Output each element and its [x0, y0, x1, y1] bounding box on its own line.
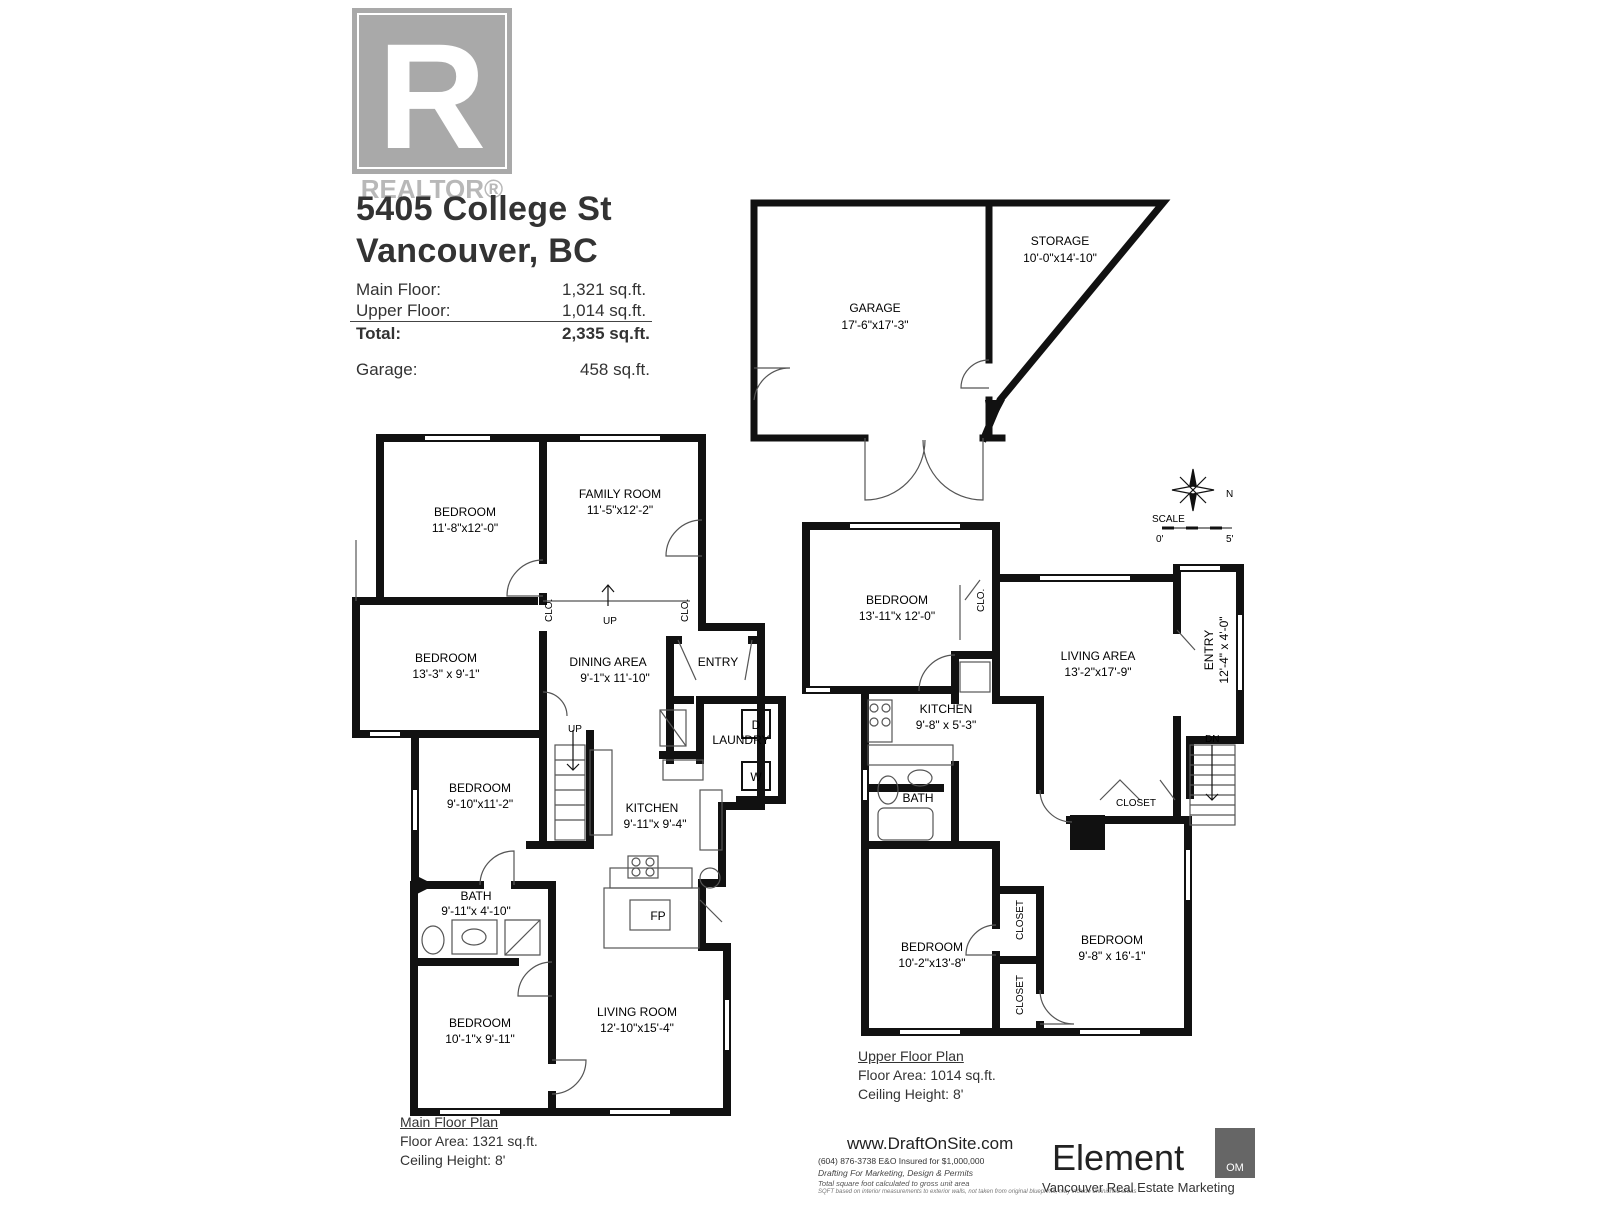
- draftonsite-website[interactable]: www.DraftOnSite.com: [847, 1134, 1014, 1153]
- upper-dn-label: DN: [1205, 734, 1219, 745]
- main-bedroom-2-label: BEDROOM: [415, 651, 477, 665]
- fireplace-label: FP: [650, 909, 665, 923]
- main-bedroom-4-dim: 10'-1"x 9'-11": [445, 1032, 515, 1046]
- element-logo-text: Element: [1052, 1137, 1185, 1178]
- upper-kitchen-label: KITCHEN: [920, 702, 973, 716]
- upper-plan-ceiling: Ceiling Height: 8': [858, 1086, 964, 1102]
- draftonsite-tagline-1: Drafting For Marketing, Design & Permits: [818, 1168, 973, 1178]
- upper-bedroom-3-dim: 9'-8" x 16'-1": [1078, 949, 1145, 963]
- area-divider: [350, 321, 652, 322]
- scale-start: 0': [1156, 534, 1164, 545]
- living-area-dim: 13'-2"x17'-9": [1064, 665, 1131, 679]
- main-kitchen-dim: 9'-11"x 9'-4": [624, 817, 687, 831]
- scale-label: SCALE: [1152, 514, 1185, 525]
- address-line-1: 5405 College St: [356, 190, 612, 228]
- element-logo-badge: OM: [1215, 1128, 1255, 1178]
- north-label: N: [1226, 489, 1233, 500]
- scale-end: 5': [1226, 534, 1234, 545]
- main-floor-area-value: 1,321 sq.ft.: [562, 280, 647, 299]
- draftonsite-tagline-3: SQFT based on interior measurements to e…: [818, 1189, 1137, 1195]
- main-up-label: UP: [603, 616, 617, 627]
- element-subtitle: Vancouver Real Estate Marketing: [1042, 1180, 1235, 1195]
- main-bedroom-1-label: BEDROOM: [434, 505, 496, 519]
- family-room-dim: 11'-5"x12'-2": [587, 503, 653, 517]
- main-bath-dim: 9'-11"x 4'-10": [441, 904, 511, 918]
- main-kitchen-label: KITCHEN: [626, 801, 679, 815]
- compass-rose: [1171, 468, 1215, 512]
- draftonsite-phone: (604) 876-3738 E&O Insured for $1,000,00…: [818, 1156, 985, 1166]
- main-closet-2-label: CLO.: [680, 599, 691, 622]
- dryer-label: D: [752, 718, 761, 732]
- main-floor-area-label: Main Floor:: [356, 280, 442, 299]
- total-area-label: Total:: [356, 324, 402, 343]
- upper-bath-label: BATH: [902, 791, 933, 805]
- main-bedroom-1-dim: 11'-8"x12'-0": [432, 521, 498, 535]
- main-bedroom-3-dim: 9'-10"x11'-2": [447, 797, 513, 811]
- upper-bedroom-1-dim: 13'-11"x 12'-0": [859, 609, 935, 623]
- garage-label: GARAGE: [849, 301, 900, 315]
- garage-dim: 17'-6"x17'-3": [841, 318, 908, 332]
- upper-plan-title: Upper Floor Plan: [858, 1048, 964, 1064]
- main-plan-title: Main Floor Plan: [400, 1114, 499, 1130]
- total-area-value: 2,335 sq.ft.: [562, 324, 650, 343]
- main-bedroom-2-dim: 13'-3" x 9'-1": [412, 667, 479, 681]
- living-room-dim: 12'-10"x15'-4": [600, 1021, 674, 1035]
- family-room-label: FAMILY ROOM: [579, 487, 661, 501]
- storage-dim: 10'-0"x14'-10": [1023, 251, 1097, 265]
- upper-floor-area-label: Upper Floor:: [356, 301, 451, 320]
- garage-area-value: 458 sq.ft.: [580, 360, 650, 379]
- garage-area-label: Garage:: [356, 360, 418, 379]
- main-bedroom-4-label: BEDROOM: [449, 1016, 511, 1030]
- upper-entry-label: ENTRY: [1202, 630, 1216, 670]
- main-plan-area: Floor Area: 1321 sq.ft.: [400, 1133, 538, 1149]
- upper-bedroom-1-label: BEDROOM: [866, 593, 928, 607]
- upper-bedroom-2-dim: 10'-2"x13'-8": [898, 956, 965, 970]
- upper-entry-dim: 12'-4" x 4'-0": [1217, 616, 1231, 683]
- main-entry-label: ENTRY: [698, 655, 738, 669]
- upper-bedroom-2-label: BEDROOM: [901, 940, 963, 954]
- garage-walls: [750, 199, 1171, 443]
- storage-corner-fill: [985, 400, 1005, 430]
- main-closet-1-label: CLO.: [544, 599, 555, 622]
- washer-label: W: [750, 770, 762, 784]
- laundry-label: LAUNDRY: [712, 733, 769, 747]
- address-line-2: Vancouver, BC: [356, 232, 598, 270]
- upper-plan-area: Floor Area: 1014 sq.ft.: [858, 1067, 996, 1083]
- main-stair-up-label: UP: [568, 724, 582, 735]
- dining-area-dim: 9'-1"x 11'-10": [580, 671, 650, 685]
- upper-floor-area-value: 1,014 sq.ft.: [562, 301, 647, 320]
- upper-bedroom-3-label: BEDROOM: [1081, 933, 1143, 947]
- main-plan-ceiling: Ceiling Height: 8': [400, 1152, 506, 1168]
- upper-closet-3-label: CLOSET: [1015, 975, 1026, 1015]
- upper-closet-label: CLOSET: [1116, 798, 1156, 809]
- upper-kitchen-dim: 9'-8" x 5'-3": [916, 718, 976, 732]
- storage-label: STORAGE: [1031, 234, 1089, 248]
- living-area-label: LIVING AREA: [1061, 649, 1136, 663]
- upper-clo-label: CLO.: [976, 589, 987, 612]
- main-bath-label: BATH: [460, 889, 491, 903]
- logo-letter: R: [378, 12, 486, 180]
- living-room-label: LIVING ROOM: [597, 1005, 677, 1019]
- upper-chimney: [1070, 815, 1105, 850]
- main-bedroom-3-label: BEDROOM: [449, 781, 511, 795]
- dining-area-label: DINING AREA: [569, 655, 646, 669]
- upper-closet-2-label: CLOSET: [1015, 900, 1026, 940]
- draftonsite-tagline-2: Total square foot calculated to gross un…: [818, 1179, 970, 1188]
